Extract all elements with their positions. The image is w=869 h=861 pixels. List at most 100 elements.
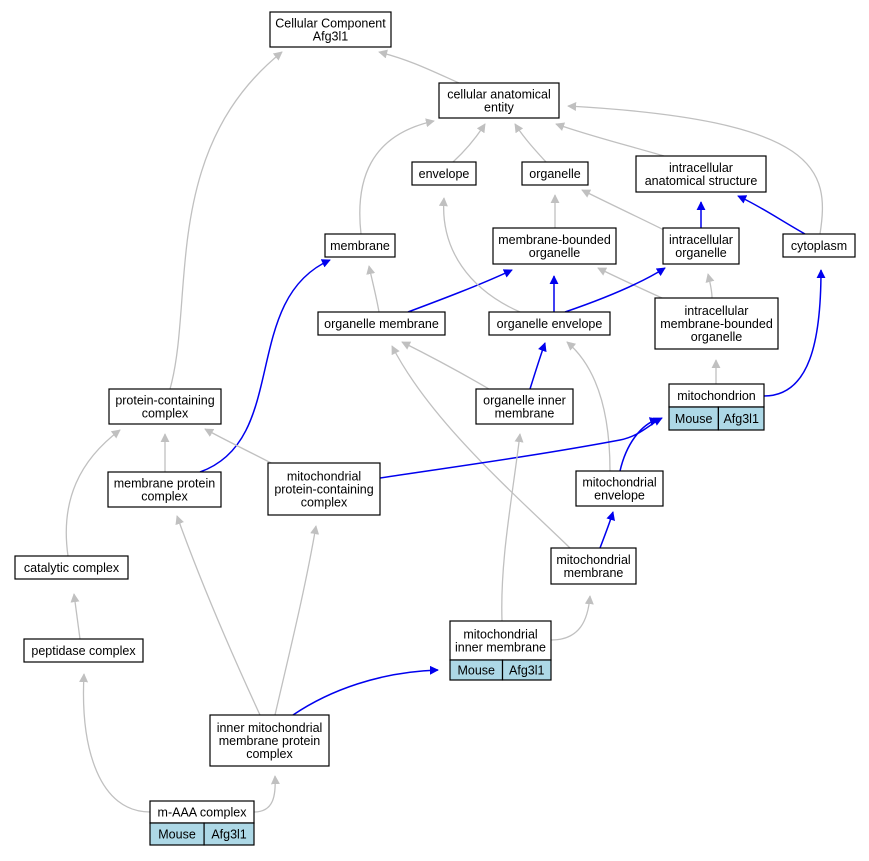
edge-ias-to-cae — [555, 122, 665, 157]
edge-menv-to-oe — [566, 341, 611, 472]
node-label: mitochondrial — [556, 553, 630, 567]
node-label: Cellular Component — [275, 17, 386, 31]
node-label: membrane protein — [219, 734, 320, 748]
edge-cae-to-root — [378, 49, 460, 84]
node-label: peptidase complex — [31, 644, 136, 658]
edge-mim-to-oim — [501, 433, 524, 622]
node-box — [635, 155, 767, 193]
edge-mpcc-to-pcc — [204, 428, 276, 466]
annotation-species: Mouse — [675, 412, 713, 426]
edge-impc-to-mim — [292, 665, 439, 716]
node-label: envelope — [419, 167, 470, 181]
annotation-gene: Afg3l1 — [723, 412, 758, 426]
node-box — [449, 620, 552, 661]
edge-cytoplasm-to-ias — [737, 195, 806, 235]
node-box — [438, 82, 560, 119]
node-label: organelle — [691, 330, 742, 344]
edge-pcc-to-root — [169, 51, 283, 390]
node-label: complex — [301, 496, 348, 510]
edge-imbo-to-mbo — [597, 267, 663, 299]
node-om[interactable]: organelle membrane — [317, 311, 446, 336]
edge-impc-to-mpcc — [274, 525, 320, 716]
node-box — [267, 462, 381, 516]
node-label: complex — [142, 407, 189, 421]
node-box — [654, 297, 779, 350]
node-box — [521, 161, 589, 186]
node-label: catalytic complex — [24, 561, 120, 575]
node-box — [550, 547, 637, 585]
node-cc[interactable]: catalytic complex — [14, 555, 129, 580]
edge-om-to-mbo — [407, 269, 513, 313]
edge-imbo-to-io — [705, 273, 715, 299]
node-box — [324, 233, 396, 258]
node-label: mitochondrial — [582, 476, 656, 490]
node-label: entity — [484, 101, 515, 115]
edge-organelle-to-cae — [514, 123, 547, 163]
node-label: complex — [246, 747, 293, 761]
edge-envelope-to-cae — [452, 123, 486, 163]
edge-io-to-organelle — [581, 189, 669, 233]
node-label: anatomical structure — [645, 174, 758, 188]
annotation-species: Mouse — [457, 664, 495, 678]
annotation-cell — [203, 822, 255, 846]
annotation-species: Mouse — [158, 828, 196, 842]
edge-mim-to-mm — [550, 595, 594, 641]
edge-mpcc-to-mito — [379, 417, 663, 479]
node-box — [108, 388, 222, 425]
node-label: mitochondrial — [287, 470, 361, 484]
node-label: cytoplasm — [791, 239, 847, 253]
annotation-gene: Afg3l1 — [509, 664, 544, 678]
node-box — [411, 161, 477, 186]
node-label: organelle — [529, 246, 580, 260]
node-box — [107, 471, 222, 508]
edge-om-to-membrane — [366, 265, 380, 313]
node-label: mitochondrion — [677, 389, 756, 403]
node-pepc[interactable]: peptidase complex — [23, 638, 144, 663]
node-label: protein-containing — [115, 394, 214, 408]
node-label: protein-containing — [274, 483, 373, 497]
node-label: intracellular — [669, 161, 733, 175]
node-organelle[interactable]: organelle — [521, 161, 589, 186]
node-box — [782, 233, 856, 258]
edge-mito-to-cytoplasm — [763, 269, 826, 397]
edge-oe-to-envelope — [438, 197, 521, 313]
edge-maaa-to-impc — [253, 775, 280, 813]
node-cytoplasm[interactable]: cytoplasm — [782, 233, 856, 258]
node-label: mitochondrial — [463, 628, 537, 642]
node-envelope[interactable]: envelope — [411, 161, 477, 186]
node-box — [575, 470, 664, 507]
node-label: envelope — [594, 489, 645, 503]
node-label: membrane-bounded — [660, 317, 773, 331]
node-label: organelle — [675, 246, 726, 260]
annotation-cell — [501, 659, 552, 681]
edge-mm-to-om — [391, 345, 571, 549]
node-label: inner mitochondrial — [217, 721, 323, 735]
node-oe[interactable]: organelle envelope — [488, 311, 611, 336]
node-label: m-AAA complex — [158, 806, 248, 820]
node-label: intracellular — [669, 233, 733, 247]
node-membrane[interactable]: membrane — [324, 233, 396, 258]
node-label: organelle envelope — [497, 317, 603, 331]
node-box — [492, 227, 617, 265]
node-box — [23, 638, 144, 663]
edge-mm-to-menv — [599, 511, 615, 549]
node-label: cellular anatomical — [447, 88, 551, 102]
edge-maaa-to-pepc — [79, 673, 151, 813]
